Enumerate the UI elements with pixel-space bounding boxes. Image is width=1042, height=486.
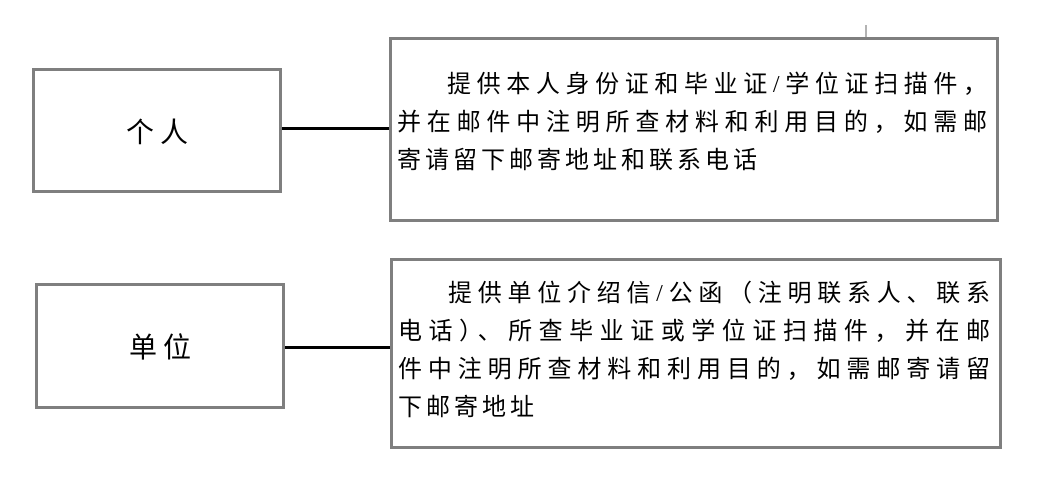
detail-box-organization: 提供单位介绍信/公函（注明联系人、联系 电话）、所查毕业证或学位证扫描件，并在邮… bbox=[390, 258, 1002, 449]
detail-box-individual: 提供本人身份证和毕业证/学位证扫描件， 并在邮件中注明所查材料和利用目的，如需邮… bbox=[389, 37, 999, 222]
node-organization-label: 单位 bbox=[128, 333, 197, 364]
node-individual-label: 个人 bbox=[125, 117, 194, 149]
detail-individual-line-3: 寄请留下邮寄地址和联系电话 bbox=[397, 148, 761, 174]
tick-mark bbox=[865, 25, 867, 37]
detail-organization-line-2: 电话）、所查毕业证或学位证扫描件，并在邮 bbox=[398, 319, 994, 345]
detail-individual-line-1: 提供本人身份证和毕业证/学位证扫描件， bbox=[447, 72, 991, 98]
node-individual: 个人 bbox=[32, 68, 282, 193]
detail-individual-line-2: 并在邮件中注明所查材料和利用目的，如需邮 bbox=[397, 110, 991, 136]
detail-organization-line-1: 提供单位介绍信/公函（注明联系人、联系 bbox=[448, 281, 994, 307]
detail-organization-line-4: 下邮寄地址 bbox=[398, 395, 538, 421]
connector-line-individual bbox=[282, 127, 389, 130]
connector-line-organization bbox=[285, 346, 390, 349]
detail-organization-line-3: 件中注明所查材料和利用目的，如需邮寄请留 bbox=[398, 357, 994, 383]
node-organization: 单位 bbox=[35, 283, 285, 409]
